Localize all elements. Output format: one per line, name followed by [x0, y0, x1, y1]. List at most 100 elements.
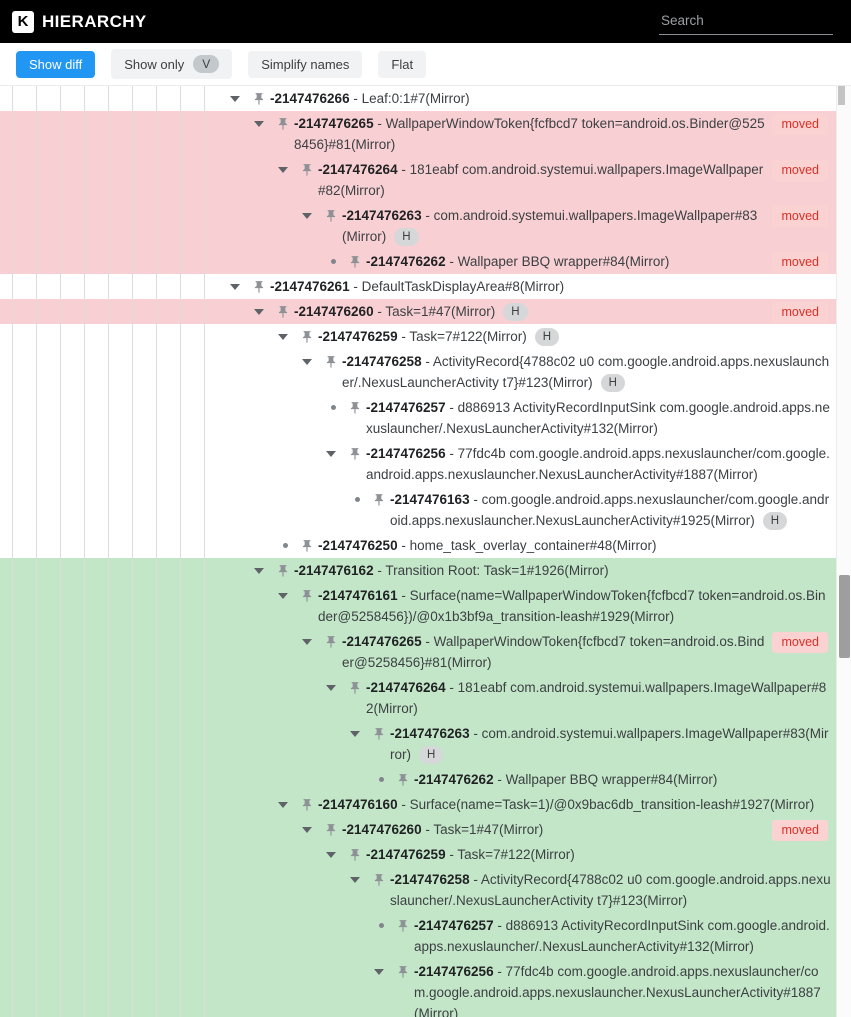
node-text: -2147476264 - 181eabf com.android.system… [318, 162, 764, 198]
collapse-arrow-icon[interactable] [276, 794, 300, 808]
collapse-arrow-icon[interactable] [300, 205, 324, 219]
tree-node[interactable]: -2147476263 - com.android.systemui.wallp… [0, 721, 851, 767]
tree-node[interactable]: -2147476258 - ActivityRecord{4788c02 u0 … [0, 867, 851, 913]
collapse-arrow-icon[interactable] [324, 677, 348, 691]
node-label: Wallpaper BBQ wrapper#84(Mirror) [505, 772, 718, 787]
pin-icon[interactable] [348, 447, 362, 461]
tree-node[interactable]: -2147476265 - WallpaperWindowToken{fcfbc… [0, 111, 851, 157]
arrow-triangle [254, 121, 264, 127]
pin-icon[interactable] [276, 305, 290, 319]
show-only-label: Show only [124, 56, 185, 72]
node-text: -2147476257 - d886913 ActivityRecordInpu… [366, 400, 830, 436]
tree-node[interactable]: -2147476256 - 77fdc4b com.google.android… [0, 441, 851, 487]
pin-icon[interactable] [372, 873, 386, 887]
tree-node[interactable]: -2147476256 - 77fdc4b com.google.android… [0, 959, 851, 1017]
tree-node[interactable]: -2147476261 - DefaultTaskDisplayArea#8(M… [0, 274, 851, 299]
flat-button[interactable]: Flat [378, 50, 427, 78]
collapse-arrow-icon[interactable] [228, 276, 252, 290]
tree-node[interactable]: -2147476258 - ActivityRecord{4788c02 u0 … [0, 349, 851, 395]
node-text: -2147476260 - Task=1#47(Mirror) [342, 822, 544, 837]
node-id: -2147476260 [294, 304, 374, 319]
pin-icon[interactable] [252, 92, 266, 106]
tree-node[interactable]: -2147476259 - Task=7#122(Mirror)H [0, 324, 851, 349]
pin-icon[interactable] [348, 681, 362, 695]
pin-icon[interactable] [396, 773, 410, 787]
collapse-arrow-icon[interactable] [276, 159, 300, 173]
tree-node[interactable]: -2147476259 - Task=7#122(Mirror) [0, 842, 851, 867]
tree-node[interactable]: -2147476265 - WallpaperWindowToken{fcfbc… [0, 629, 851, 675]
pin-icon[interactable] [324, 209, 338, 223]
page-title: HIERARCHY [42, 11, 147, 31]
pin-icon[interactable] [372, 493, 386, 507]
node-text: -2147476262 - Wallpaper BBQ wrapper#84(M… [366, 254, 670, 269]
pin-icon[interactable] [300, 330, 314, 344]
pin-icon[interactable] [300, 163, 314, 177]
pin-icon[interactable] [324, 823, 338, 837]
collapse-arrow-icon[interactable] [348, 723, 372, 737]
show-only-button[interactable]: Show only V [111, 49, 233, 79]
node-id: -2147476265 [342, 634, 422, 649]
pin-icon[interactable] [324, 635, 338, 649]
node-label: ActivityRecord{4788c02 u0 com.google.and… [390, 872, 831, 908]
pin-icon[interactable] [300, 539, 314, 553]
tree-node[interactable]: -2147476163 - com.google.android.apps.ne… [0, 487, 851, 533]
tree-node[interactable]: -2147476160 - Surface(name=Task=1)/@0x9b… [0, 792, 851, 817]
tree-node[interactable]: -2147476263 - com.android.systemui.wallp… [0, 203, 851, 249]
scrollbar[interactable] [836, 86, 851, 1017]
search-input[interactable] [659, 8, 833, 35]
node-text: -2147476261 - DefaultTaskDisplayArea#8(M… [270, 279, 565, 294]
node-text: -2147476259 - Task=7#122(Mirror)H [318, 326, 560, 347]
tree-node[interactable]: -2147476162 - Transition Root: Task=1#19… [0, 558, 851, 583]
pin-icon[interactable] [372, 727, 386, 741]
show-diff-button[interactable]: Show diff [16, 50, 96, 78]
tree-node[interactable]: -2147476262 - Wallpaper BBQ wrapper#84(M… [0, 767, 851, 792]
arrow-triangle [326, 852, 336, 858]
collapse-arrow-icon[interactable] [228, 88, 252, 102]
tree-node[interactable]: -2147476266 - Leaf:0:1#7(Mirror) [0, 86, 851, 111]
collapse-arrow-icon[interactable] [276, 326, 300, 340]
collapse-arrow-icon[interactable] [300, 351, 324, 365]
collapse-arrow-icon[interactable] [252, 560, 276, 574]
collapse-arrow-icon[interactable] [300, 631, 324, 645]
app-logo-letter: K [17, 13, 29, 30]
tree-node[interactable]: -2147476260 - Task=1#47(Mirror)moved [0, 817, 851, 842]
simplify-names-button[interactable]: Simplify names [248, 50, 363, 78]
moved-badge: moved [772, 206, 828, 227]
collapse-arrow-icon[interactable] [252, 113, 276, 127]
pin-icon[interactable] [348, 255, 362, 269]
tree-node[interactable]: -2147476262 - Wallpaper BBQ wrapper#84(M… [0, 249, 851, 274]
node-text: -2147476262 - Wallpaper BBQ wrapper#84(M… [414, 772, 718, 787]
leaf-bullet-icon [324, 251, 348, 264]
tree-node[interactable]: -2147476264 - 181eabf com.android.system… [0, 675, 851, 721]
node-label: Task=1#47(Mirror) [385, 304, 496, 319]
pin-icon[interactable] [252, 280, 266, 294]
pin-icon[interactable] [300, 798, 314, 812]
tree-node[interactable]: -2147476264 - 181eabf com.android.system… [0, 157, 851, 203]
tree-node[interactable]: -2147476161 - Surface(name=WallpaperWind… [0, 583, 851, 629]
collapse-arrow-icon[interactable] [348, 869, 372, 883]
pin-icon[interactable] [396, 919, 410, 933]
collapse-arrow-icon[interactable] [324, 443, 348, 457]
visible-filter-chip[interactable]: V [193, 55, 220, 73]
bullet-dot [283, 543, 288, 548]
scrollbar-thumb-secondary[interactable] [838, 86, 845, 105]
pin-icon[interactable] [276, 564, 290, 578]
collapse-arrow-icon[interactable] [372, 961, 396, 975]
pin-icon[interactable] [348, 401, 362, 415]
pin-icon[interactable] [324, 355, 338, 369]
pin-icon[interactable] [396, 965, 410, 979]
tree-node[interactable]: -2147476257 - d886913 ActivityRecordInpu… [0, 395, 851, 441]
collapse-arrow-icon[interactable] [324, 844, 348, 858]
collapse-arrow-icon[interactable] [300, 819, 324, 833]
node-label: Transition Root: Task=1#1926(Mirror) [385, 563, 609, 578]
arrow-triangle [302, 359, 312, 365]
collapse-arrow-icon[interactable] [252, 301, 276, 315]
pin-icon[interactable] [276, 117, 290, 131]
pin-icon[interactable] [300, 589, 314, 603]
scrollbar-thumb[interactable] [839, 575, 850, 658]
tree-node[interactable]: -2147476250 - home_task_overlay_containe… [0, 533, 851, 558]
tree-node[interactable]: -2147476257 - d886913 ActivityRecordInpu… [0, 913, 851, 959]
pin-icon[interactable] [348, 848, 362, 862]
collapse-arrow-icon[interactable] [276, 585, 300, 599]
